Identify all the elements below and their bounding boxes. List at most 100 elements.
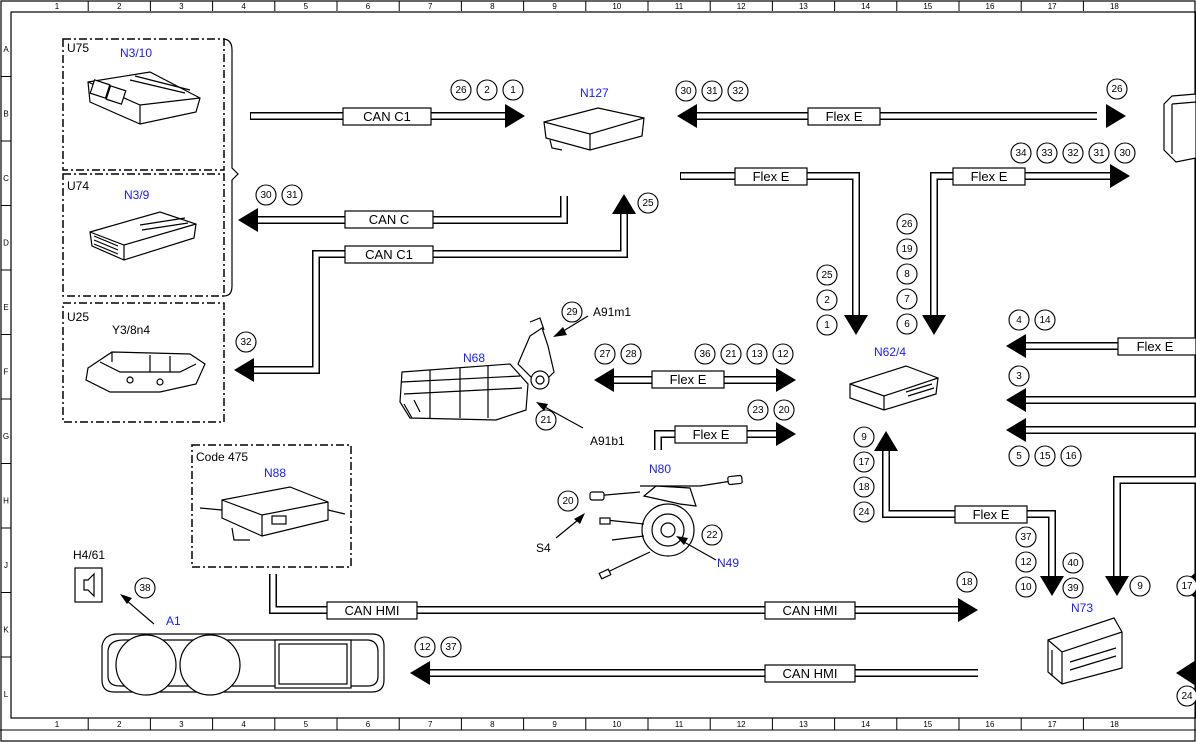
svg-text:26: 26 (455, 85, 467, 96)
grid-col-label: 5 (304, 720, 309, 729)
callout-13: 13 (746, 343, 768, 365)
svg-text:38: 38 (139, 583, 151, 594)
label-n73: N73 (1071, 601, 1093, 615)
callout-2: 2 (816, 289, 838, 311)
grid-col-label: 11 (675, 2, 684, 11)
callout-26: 26 (450, 79, 472, 101)
grid-row-label: D (3, 239, 9, 248)
grid-row-label: F (4, 368, 9, 377)
label-n62-4: N62/4 (874, 345, 906, 359)
svg-text:21: 21 (725, 349, 737, 360)
svg-text:24: 24 (858, 507, 870, 518)
svg-text:36: 36 (699, 349, 711, 360)
svg-text:17: 17 (858, 457, 870, 468)
svg-text:14: 14 (1039, 315, 1051, 326)
bus-label-can-hmi-3: CAN HMI (764, 664, 856, 683)
grid-col-label: 15 (923, 2, 932, 11)
callout-15: 15 (1034, 445, 1056, 467)
callout-12: 12 (1015, 551, 1037, 573)
grid-col-label: 3 (179, 720, 184, 729)
bus-label-flex-e-right: Flex E (1117, 337, 1196, 356)
unit-name-u75: N3/10 (120, 46, 152, 60)
callout-1: 1 (816, 314, 838, 336)
grid-row-label: G (3, 432, 9, 441)
svg-text:31: 31 (706, 86, 718, 97)
svg-text:20: 20 (562, 496, 574, 507)
callout-7: 7 (896, 288, 918, 310)
label-n80: N80 (649, 462, 671, 476)
label-h4-61: H4/61 (73, 548, 105, 562)
grid-col-label: 18 (1110, 2, 1119, 11)
steering-column-switch-n80 (589, 474, 743, 580)
callout-39: 39 (1062, 577, 1084, 599)
instrument-cluster-a1 (101, 633, 385, 696)
svg-text:30: 30 (260, 190, 272, 201)
svg-text:12: 12 (777, 349, 789, 360)
grid-row-label: B (3, 110, 8, 119)
callout-10: 10 (1015, 576, 1037, 598)
svg-text:23: 23 (752, 405, 764, 416)
grid-row-label: K (3, 626, 9, 635)
label-n127: N127 (580, 86, 609, 100)
bus-label-can-hmi-2: CAN HMI (764, 601, 856, 620)
callout-27: 27 (594, 343, 616, 365)
bus-label-flex-e-c-right: Flex E (952, 167, 1026, 186)
callout-25: 25 (816, 264, 838, 286)
svg-text:3: 3 (1016, 371, 1022, 382)
svg-text:37: 37 (1020, 532, 1032, 543)
svg-text:12: 12 (419, 642, 431, 653)
callout-18: 18 (956, 571, 978, 593)
svg-text:CAN HMI: CAN HMI (783, 603, 838, 618)
svg-text:2: 2 (484, 85, 490, 96)
leader-h4-61 (125, 599, 155, 625)
unit-code-u74: U74 (67, 179, 89, 193)
unit-code-u75: U75 (67, 41, 89, 55)
bus-label-flex-e-c-left: Flex E (734, 167, 808, 186)
bus-label-flex-e-top: Flex E (807, 107, 881, 126)
grid-col-label: 13 (799, 720, 808, 729)
label-a91m1: A91m1 (593, 305, 631, 319)
grid-col-label: 10 (612, 2, 621, 11)
svg-text:15: 15 (1039, 451, 1051, 462)
grid-col-label: 17 (1048, 2, 1057, 11)
svg-text:Flex E: Flex E (753, 169, 790, 184)
svg-text:10: 10 (1020, 582, 1032, 593)
grid-col-label: 5 (304, 2, 309, 11)
svg-text:20: 20 (778, 405, 790, 416)
callout-18: 18 (853, 476, 875, 498)
svg-text:16: 16 (1065, 451, 1077, 462)
svg-text:CAN C: CAN C (369, 212, 409, 227)
svg-text:18: 18 (961, 577, 973, 588)
grid-col-label: 14 (861, 2, 870, 11)
steering-column-module-n68 (399, 317, 555, 421)
svg-text:33: 33 (1041, 148, 1053, 159)
svg-text:26: 26 (901, 219, 913, 230)
bus-label-can-hmi-1: CAN HMI (326, 601, 418, 620)
callout-21: 21 (720, 343, 742, 365)
grid-row-label: L (4, 690, 9, 699)
callout-31: 31 (701, 80, 723, 102)
svg-text:32: 32 (732, 86, 744, 97)
grid-col-label: 3 (179, 2, 184, 11)
grid-col-label: 18 (1110, 720, 1119, 729)
grid-col-label: 8 (490, 720, 495, 729)
callout-31: 31 (1088, 142, 1110, 164)
callout-9: 9 (1129, 575, 1151, 597)
control-unit-n73 (1047, 617, 1123, 685)
arrowheads (234, 104, 1196, 686)
svg-text:CAN HMI: CAN HMI (783, 666, 838, 681)
grid-row-label: J (4, 561, 8, 570)
svg-text:Flex E: Flex E (971, 169, 1008, 184)
callout-38: 38 (134, 577, 156, 599)
svg-text:34: 34 (1015, 148, 1027, 159)
control-unit-n3-9 (89, 211, 197, 261)
control-unit-n88 (199, 486, 346, 541)
bus-label-can-c: CAN C (344, 210, 434, 229)
svg-text:9: 9 (1137, 581, 1143, 592)
callout-31: 31 (281, 184, 303, 206)
valve-body-y3-8n4 (85, 351, 206, 393)
callout-12: 12 (772, 343, 794, 365)
callout-12: 12 (414, 636, 436, 658)
